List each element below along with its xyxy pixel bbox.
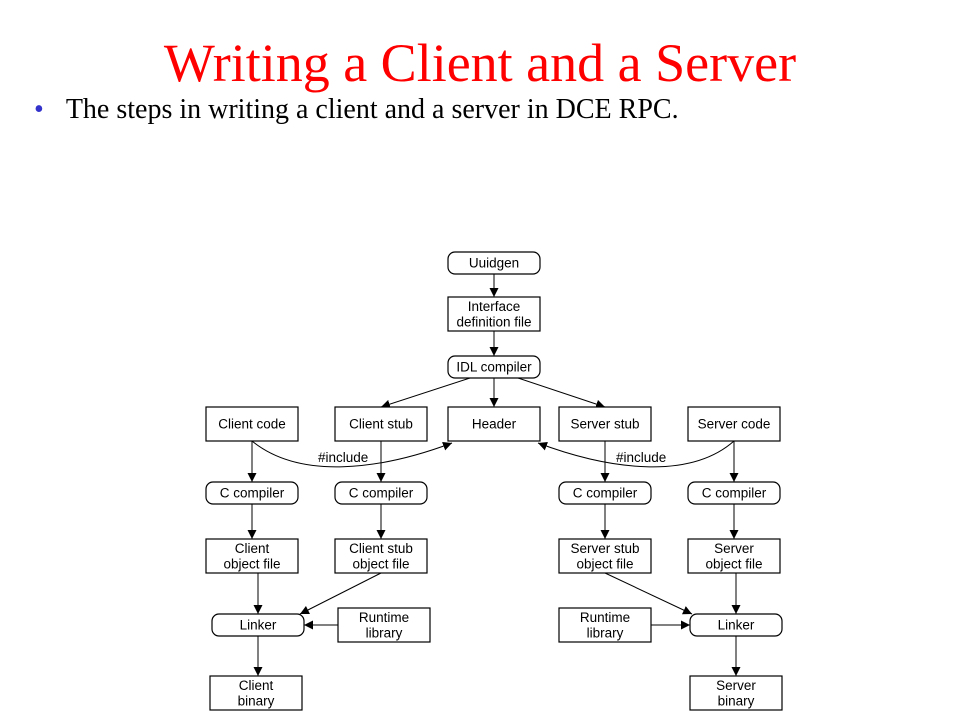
node-label: object file xyxy=(352,556,409,571)
node-label: Client stub xyxy=(349,541,413,556)
node-box xyxy=(689,613,783,637)
node-label: object file xyxy=(223,556,280,571)
arrow-include-client xyxy=(251,440,453,468)
node-box xyxy=(205,406,299,442)
node-box xyxy=(687,406,781,442)
node-label: binary xyxy=(718,693,755,708)
node-cc2: C compiler xyxy=(334,481,428,505)
node-slink: Linker xyxy=(689,613,783,637)
node-ccode: Client code xyxy=(205,406,299,442)
arrow-csobj-linker xyxy=(299,572,382,615)
node-box xyxy=(689,675,783,711)
node-box xyxy=(211,613,305,637)
node-box xyxy=(447,251,541,275)
node-box xyxy=(334,406,428,442)
node-label: IDL compiler xyxy=(456,360,532,375)
node-box xyxy=(447,355,541,379)
arrow-idlc-serverstub xyxy=(517,377,606,409)
node-label: Client code xyxy=(218,417,286,432)
node-label: C compiler xyxy=(349,486,414,501)
node-label: Server stub xyxy=(570,417,639,432)
node-label: Client xyxy=(239,678,274,693)
include-label-server: #include xyxy=(616,450,666,465)
node-box xyxy=(558,607,652,643)
arrow-idlc-clientstub xyxy=(380,377,471,409)
node-label: object file xyxy=(576,556,633,571)
node-label: Runtime xyxy=(580,610,630,625)
node-cc4: C compiler xyxy=(687,481,781,505)
node-label: definition file xyxy=(456,314,531,329)
node-box xyxy=(558,406,652,442)
node-uuidgen: Uuidgen xyxy=(447,251,541,275)
node-box xyxy=(205,538,299,574)
node-box xyxy=(687,538,781,574)
node-cc3: C compiler xyxy=(558,481,652,505)
node-box xyxy=(447,296,541,332)
node-box xyxy=(209,675,303,711)
edges-layer xyxy=(247,274,741,676)
node-sstub: Server stub xyxy=(558,406,652,442)
node-box xyxy=(205,481,299,505)
node-label: Server xyxy=(714,541,754,556)
node-clink: Linker xyxy=(211,613,305,637)
include-label-client: #include xyxy=(318,450,368,465)
node-label: Uuidgen xyxy=(469,256,519,271)
node-cstub: Client stub xyxy=(334,406,428,442)
node-label: object file xyxy=(705,556,762,571)
node-label: Runtime xyxy=(359,610,409,625)
node-label: Linker xyxy=(718,618,755,633)
node-box xyxy=(558,481,652,505)
node-label: Client xyxy=(235,541,270,556)
node-box xyxy=(687,481,781,505)
node-label: Server stub xyxy=(570,541,639,556)
node-label: Linker xyxy=(240,618,277,633)
arrow-ssobj-linker xyxy=(604,572,693,615)
node-label: Interface xyxy=(468,299,521,314)
node-label: C compiler xyxy=(220,486,285,501)
node-label: Header xyxy=(472,417,517,432)
node-box xyxy=(337,607,431,643)
slide-title: Writing a Client and a Server xyxy=(163,33,797,93)
node-box xyxy=(447,406,541,442)
bullet-item: • The steps in writing a client and a ser… xyxy=(34,92,679,128)
node-label: library xyxy=(366,625,403,640)
node-box xyxy=(558,538,652,574)
node-scode: Server code xyxy=(687,406,781,442)
node-cc1: C compiler xyxy=(205,481,299,505)
node-label: Server code xyxy=(698,417,771,432)
node-label: C compiler xyxy=(573,486,638,501)
bullet-text: The steps in writing a client and a serv… xyxy=(65,94,679,125)
node-idlc: IDL compiler xyxy=(447,355,541,379)
node-label: Server xyxy=(716,678,756,693)
node-header: Header xyxy=(447,406,541,442)
node-box xyxy=(334,481,428,505)
node-label: C compiler xyxy=(702,486,767,501)
node-label: binary xyxy=(238,693,275,708)
bullet-dot-icon: • xyxy=(34,94,44,125)
arrow-include-server xyxy=(537,440,735,468)
node-label: Client stub xyxy=(349,417,413,432)
node-box xyxy=(334,538,428,574)
node-label: library xyxy=(587,625,624,640)
